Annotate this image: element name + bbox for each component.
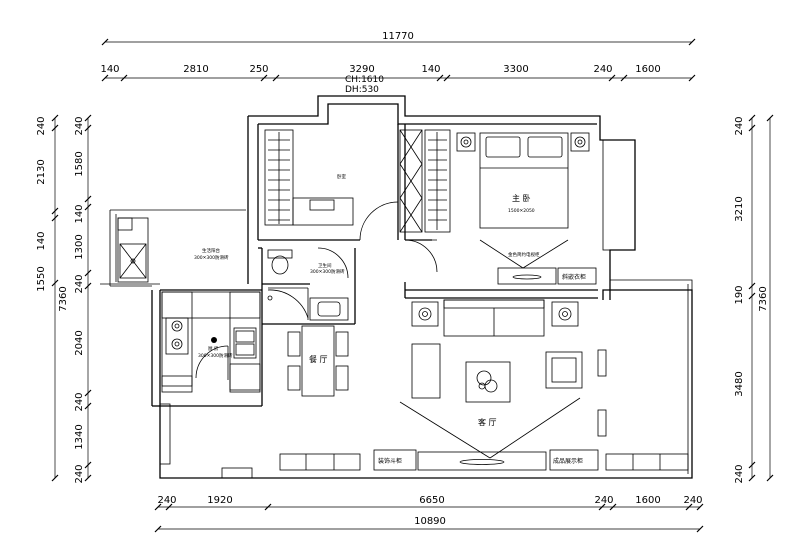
left-outer-dim-2130: 2130	[36, 159, 47, 184]
balcony-area: 生活阳台 300✕300防滑砖	[100, 217, 229, 285]
top-dim-140-a: 140	[100, 64, 119, 75]
left-dimension-lines: 240 2130 140 1550 7360 240 1580 140 1300…	[36, 114, 92, 484]
bottom-dim-240-a: 240	[157, 495, 176, 506]
bedroom-tv-cabinet-label: 金色简约电视柜	[508, 251, 540, 258]
right-dim-240-b: 240	[734, 464, 745, 483]
shoe-cabinet-label: 装饰斗柜	[378, 457, 402, 465]
right-dim-3210: 3210	[734, 196, 745, 221]
left-outer-dim-140: 140	[36, 231, 47, 250]
left-inner-dim-2040: 2040	[74, 330, 85, 355]
interior-walls	[160, 124, 598, 407]
top-dim-2810: 2810	[183, 64, 208, 75]
left-outer-dim-7360: 7360	[58, 286, 69, 311]
left-inner-dim-240-a: 240	[74, 116, 85, 135]
top-dim-3300: 3300	[503, 64, 528, 75]
top-total-dimension: 11770	[382, 31, 414, 42]
window-note-ch: CH:1610	[345, 75, 384, 85]
top-dim-240: 240	[593, 64, 612, 75]
top-dim-1600: 1600	[635, 64, 660, 75]
living-room-area: 客 厅 装饰斗柜 成品展示柜	[159, 299, 689, 479]
left-inner-dim-240-b: 240	[74, 274, 85, 293]
left-inner-dim-1340: 1340	[74, 424, 85, 449]
bedroom-area: 卧室	[264, 129, 399, 241]
right-dim-240-a: 240	[734, 116, 745, 135]
master-bedroom-label: 主 卧	[512, 193, 531, 203]
bottom-dim-1600: 1600	[635, 495, 660, 506]
living-room-label: 客 厅	[478, 417, 497, 427]
balcony-label: 生活阳台	[202, 247, 220, 254]
bottom-dim-1920: 1920	[207, 495, 232, 506]
left-inner-dim-1300: 1300	[74, 234, 85, 259]
left-outer-dim-1550: 1550	[36, 266, 47, 291]
balcony-tile-label: 300✕300防滑砖	[194, 254, 229, 261]
top-dimension-lines: 11770 140 2810 250 3290 140 3300 240 160…	[100, 31, 696, 82]
master-bed-size-label: 1500✕2050	[508, 208, 535, 214]
left-outer-dim-240: 240	[36, 116, 47, 135]
bedroom-cabinet-label: 斜嵌衣柜	[562, 273, 586, 281]
window-note-dh: DH:530	[345, 85, 379, 95]
top-dim-3290: 3290	[349, 64, 374, 75]
kitchen-label: 厨 房	[208, 345, 219, 352]
right-dim-190: 190	[734, 285, 745, 304]
display-cabinet-label: 成品展示柜	[553, 457, 583, 465]
bottom-dim-6650: 6650	[419, 495, 444, 506]
bathroom-label: 卫生间	[318, 262, 332, 269]
right-dimension-lines: 240 3210 190 3480 240 7360	[734, 114, 774, 484]
left-inner-dim-140: 140	[74, 204, 85, 223]
kitchen-tile-label: 300✕300防滑砖	[198, 352, 233, 359]
dining-room-label: 餐 厅	[309, 355, 328, 364]
top-dim-250: 250	[249, 64, 268, 75]
top-dim-140-b: 140	[421, 64, 440, 75]
left-inner-dim-1580: 1580	[74, 151, 85, 176]
left-inner-dim-240-c: 240	[74, 392, 85, 411]
kitchen-plant-icon	[211, 337, 217, 343]
exterior-walls	[109, 95, 693, 479]
right-dim-3480: 3480	[734, 371, 745, 396]
kitchen-area: 厨 房 300✕300防滑砖	[161, 291, 261, 393]
master-bedroom-area: 主 卧 1500✕2050 金色简约电视柜 斜嵌衣柜	[399, 129, 597, 285]
bottom-dim-240-c: 240	[683, 495, 702, 506]
bedroom-label: 卧室	[337, 173, 346, 180]
bottom-dimension-lines: 240 1920 6650 240 1600 240 10890	[154, 495, 704, 533]
left-inner-dim-240-d: 240	[74, 464, 85, 483]
dining-area: 餐 厅	[287, 325, 349, 397]
bottom-total-dimension: 10890	[414, 516, 446, 527]
bottom-dim-240-b: 240	[594, 495, 613, 506]
bathroom-area: 卫生间 300✕300防滑砖	[267, 247, 349, 321]
bathroom-tile-label: 300✕300防滑砖	[310, 268, 345, 275]
right-dim-7360: 7360	[758, 286, 769, 311]
